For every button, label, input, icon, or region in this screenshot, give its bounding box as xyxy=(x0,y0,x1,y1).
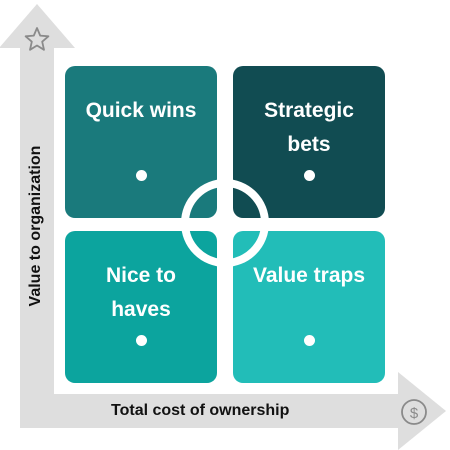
quadrant-dot xyxy=(136,335,147,346)
quadrant-quick-wins: Quick wins xyxy=(65,66,217,218)
star-icon xyxy=(24,27,50,51)
quadrant-strategic-bets: Strategic bets xyxy=(233,66,385,218)
x-axis-arrow xyxy=(398,372,446,450)
quadrant-value-traps: Value traps xyxy=(233,231,385,383)
quadrant-label: Nice to haves xyxy=(105,264,176,321)
quadrant-nice-to-haves: Nice to haves xyxy=(65,231,217,383)
y-axis-arrow xyxy=(0,4,75,48)
x-axis-line xyxy=(20,394,400,428)
x-axis-label: Total cost of ownership xyxy=(111,402,290,419)
quadrant-label: Strategic bets xyxy=(264,99,354,156)
dollar-icon: $ xyxy=(401,399,427,425)
quadrant-dot xyxy=(136,170,147,181)
quadrant-dot xyxy=(304,170,315,181)
quadrant-label: Quick wins xyxy=(85,99,197,122)
y-axis-line xyxy=(20,46,54,426)
y-axis-label: Value to organization xyxy=(27,145,44,307)
svg-text:$: $ xyxy=(410,405,419,422)
quadrant-dot xyxy=(304,335,315,346)
quadrant-label: Value traps xyxy=(252,264,366,287)
